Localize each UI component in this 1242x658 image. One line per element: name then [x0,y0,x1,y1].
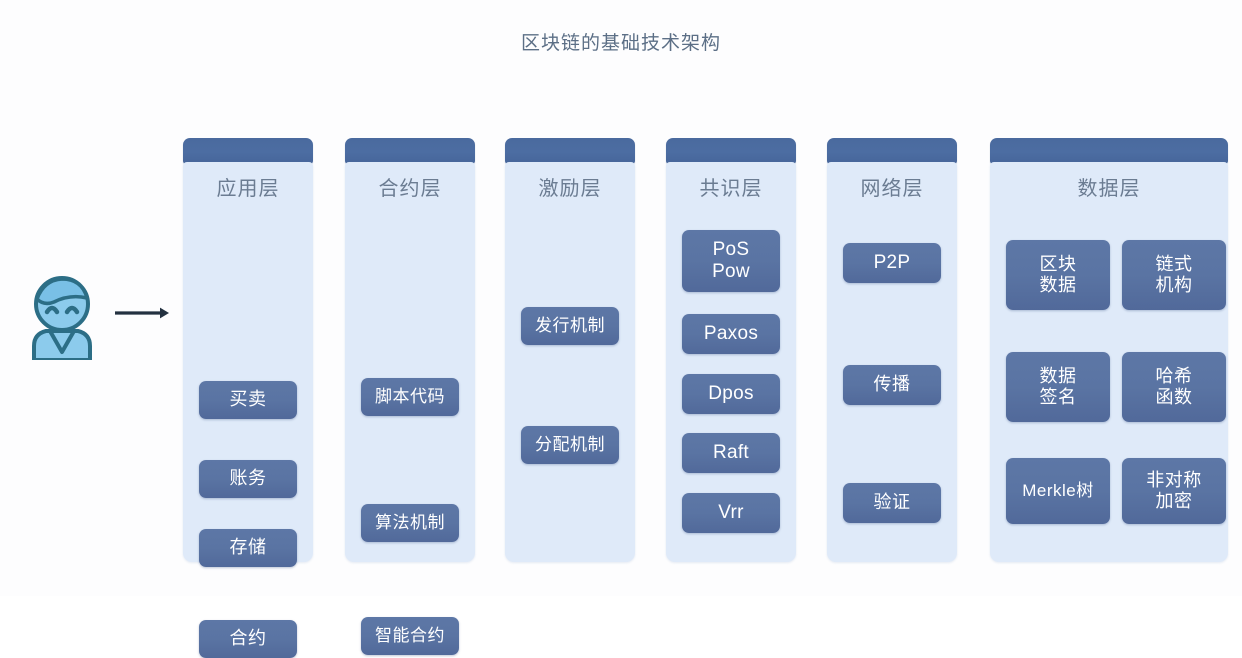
layer-column-network: 网络层 P2P 传播 验证 [827,138,957,562]
arrow-right-icon [115,307,169,319]
layer-body [183,162,313,562]
layer-tile[interactable]: 智能合约 [361,617,459,655]
layer-tile[interactable]: 数据 签名 [1006,352,1110,422]
page-title: 区块链的基础技术架构 [520,33,721,54]
layer-header-bar [183,138,313,164]
layer-tile[interactable]: 链式 机构 [1122,240,1226,310]
layer-header-bar [827,138,957,164]
layer-tile[interactable]: Raft [682,433,780,473]
layer-tile[interactable]: 账务 [199,460,297,498]
layer-tile[interactable]: PoS Pow [682,230,780,292]
layer-header-bar [345,138,475,164]
layer-title: 激励层 [538,178,602,200]
layer-header-bar [666,138,796,164]
layer-column-contract: 合约层 脚本代码 算法机制 智能合约 [345,138,475,655]
layer-tile[interactable]: 算法机制 [361,504,459,542]
layer-title: 数据层 [1077,178,1141,200]
layer-tile[interactable]: 分配机制 [521,426,619,464]
layer-tile[interactable]: Paxos [682,314,780,354]
layer-tile[interactable]: 脚本代码 [361,378,459,416]
layer-column-application: 应用层 买卖 账务 存储 合约 [183,138,313,658]
layer-tile[interactable]: 传播 [843,365,941,405]
layer-column-data: 数据层 区块 数据 链式 机构 数据 签名 哈希 函数 Merkle树 非对称 … [990,138,1228,562]
layer-title: 合约层 [378,178,442,200]
layer-tile[interactable]: 发行机制 [521,307,619,345]
layer-title: 网络层 [860,178,924,200]
layer-tile[interactable]: Dpos [682,374,780,414]
layer-tile[interactable]: 存储 [199,529,297,567]
layer-header-bar [505,138,635,164]
layer-tile[interactable]: Merkle树 [1006,458,1110,524]
layer-title: 共识层 [699,178,763,200]
layer-header-bar [990,138,1228,164]
actor-group [26,268,176,364]
layer-tile[interactable]: 验证 [843,483,941,523]
layer-tile[interactable]: Vrr [682,493,780,533]
layer-title: 应用层 [216,178,280,200]
layer-column-consensus: 共识层 PoS Pow Paxos Dpos Raft Vrr [666,138,796,562]
layer-tile[interactable]: 哈希 函数 [1122,352,1226,422]
person-icon [32,276,92,360]
layer-body [345,162,475,562]
layer-tile[interactable]: 非对称 加密 [1122,458,1226,524]
layer-column-incentive: 激励层 发行机制 分配机制 [505,138,635,562]
layer-tile[interactable]: P2P [843,243,941,283]
layer-tile[interactable]: 买卖 [199,381,297,419]
layer-tile[interactable]: 合约 [199,620,297,658]
layer-body [505,162,635,562]
layer-tile[interactable]: 区块 数据 [1006,240,1110,310]
